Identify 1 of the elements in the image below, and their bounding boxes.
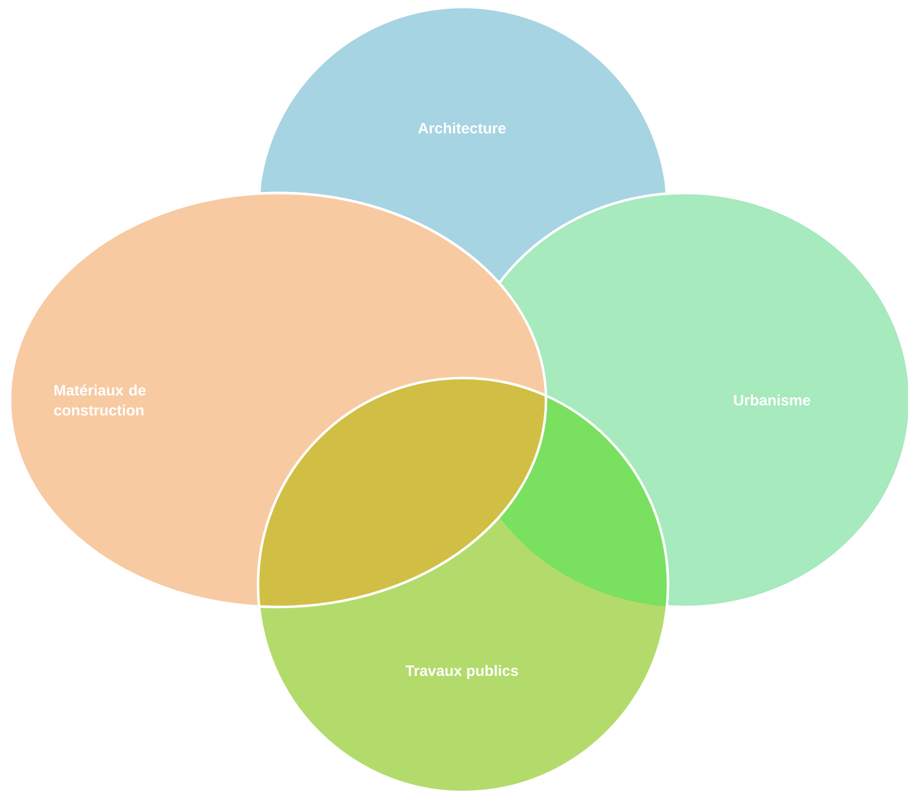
node-label: Travaux publics (405, 665, 518, 679)
